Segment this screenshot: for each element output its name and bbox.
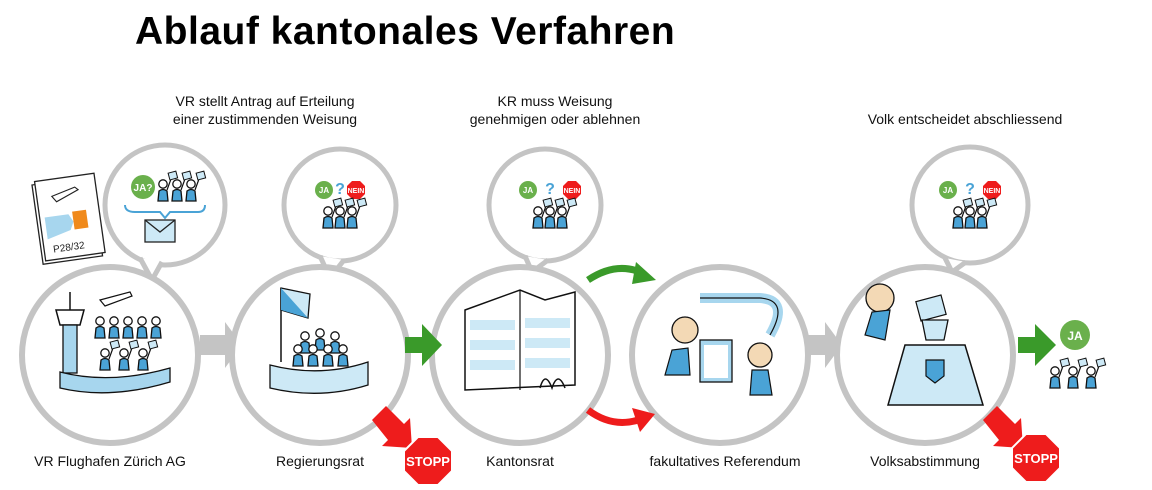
svg-text:JA: JA: [1067, 329, 1083, 343]
ja-nein-volk: JA ? NEIN: [939, 181, 1001, 228]
caption-line: KR muss Weisung: [497, 93, 613, 109]
page-title: Ablauf kantonales Verfahren: [135, 10, 676, 53]
ja-nein-rr: JA ? NEIN: [315, 181, 367, 228]
svg-text:JA?: JA?: [134, 183, 153, 194]
arrow-green-volk-ja: [1018, 324, 1056, 366]
ja-result: JA: [1050, 320, 1106, 388]
stage-label-ref: fakultatives Referendum: [649, 453, 801, 469]
stage-circle-rr: [229, 264, 411, 446]
arrow-red-volk-stopp: [983, 406, 1023, 448]
ballot-box-icon: [864, 283, 985, 406]
svg-text:JA: JA: [319, 186, 329, 195]
stage-label-volk: Volksabstimmung: [870, 453, 980, 469]
caption-regierungsrat: VR stellt Antrag auf Erteilung einer zus…: [165, 92, 365, 128]
svg-text:NEIN: NEIN: [348, 188, 365, 195]
arrow-grey-2: [805, 322, 842, 368]
stopp-sign-rr: STOPP: [403, 436, 453, 486]
svg-text:?: ?: [335, 181, 345, 198]
stage-label-vr: VR Flughafen Zürich AG: [34, 453, 186, 469]
kantonsrat-building-icon: [464, 289, 576, 391]
caption-line: genehmigen oder ablehnen: [469, 111, 641, 127]
referendum-icon: [664, 293, 783, 396]
thought-bubble-vr: [102, 142, 228, 286]
svg-text:NEIN: NEIN: [564, 188, 581, 195]
caption-kantonsrat: KR muss Weisung genehmigen oder ablehnen: [455, 92, 655, 128]
svg-text:JA: JA: [523, 186, 533, 195]
envelope-icon: [144, 219, 176, 243]
document-page-label: P28/32: [53, 240, 86, 255]
stopp-sign-volk: STOPP: [1011, 433, 1061, 483]
airport-tower-icon: [55, 291, 171, 394]
caption-line: einer zustimmenden Weisung: [172, 111, 358, 127]
caption-line: Volk entscheidet abschliessend: [867, 111, 1063, 127]
svg-text:NEIN: NEIN: [984, 188, 1001, 195]
arrow-green-kr-ref: [586, 262, 656, 284]
arrow-red-kr-ref: [585, 407, 655, 432]
ja-nein-kr: JA ? NEIN: [519, 181, 581, 228]
document-icon: P28/32: [31, 172, 106, 265]
svg-text:JA: JA: [943, 186, 953, 195]
ja-question-badge: JA?: [131, 175, 155, 199]
zurich-flag-icon: [280, 287, 311, 362]
svg-text:STOPP: STOPP: [1014, 451, 1058, 466]
caption-volksabstimmung: Volk entscheidet abschliessend: [855, 110, 1075, 128]
svg-text:STOPP: STOPP: [406, 454, 450, 469]
stage-label-kr: Kantonsrat: [486, 453, 554, 469]
svg-text:?: ?: [545, 181, 555, 198]
caption-line: VR stellt Antrag auf Erteilung: [175, 93, 355, 109]
arrow-green-rr-kr: [405, 324, 442, 366]
arrow-red-rr-stopp: [372, 406, 412, 448]
stage-label-rr: Regierungsrat: [276, 453, 364, 469]
svg-text:?: ?: [965, 181, 975, 198]
